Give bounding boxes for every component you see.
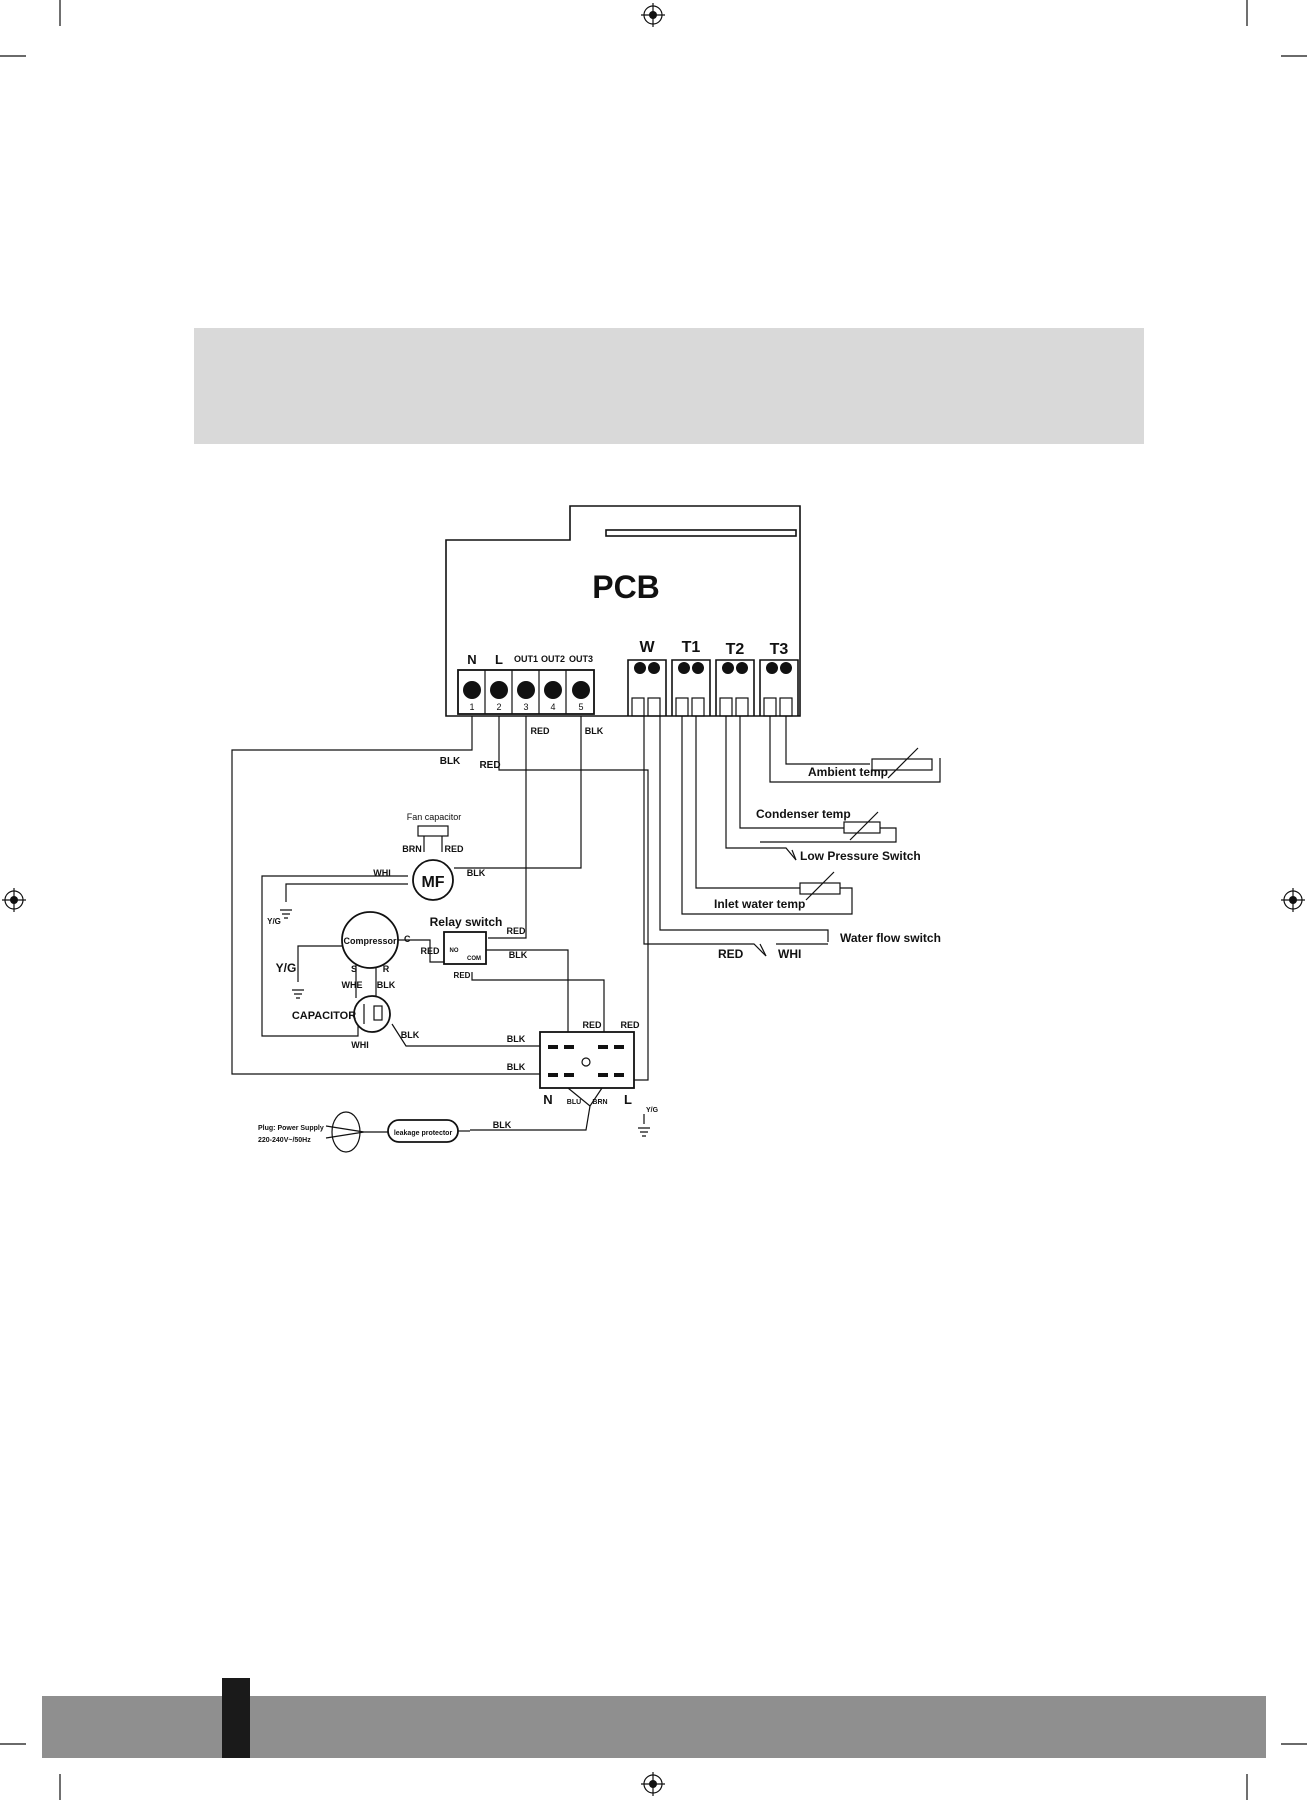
sensor-port-t1: T1 (671, 639, 711, 717)
flow-wire-whi-label: WHI (778, 947, 801, 961)
terminal-block-brn-label: BRN (592, 1099, 607, 1106)
fan-capacitor: Fan capacitor BRN RED (402, 812, 464, 854)
wire-n-blk-label: BLK (440, 756, 461, 767)
terminal-block-blk2-label: BLK (507, 1062, 526, 1072)
wire-out3-blk-label: BLK (585, 726, 604, 736)
capacitor: CAPACITOR WHI BLK (292, 995, 420, 1050)
terminal-n-number: 1 (469, 702, 474, 712)
sensor-condenser-temp: Condenser temp (739, 716, 897, 843)
terminal-out2-number: 4 (550, 702, 555, 712)
terminal-l-label: L (495, 652, 503, 667)
port-t1-label: T1 (682, 639, 701, 656)
compressor-yg-label: Y/G (276, 961, 297, 975)
registration-mark-bottom (641, 1772, 665, 1796)
compressor-red-label: RED (420, 946, 440, 956)
terminal-block-red1-label: RED (582, 1020, 602, 1030)
plug-line1: Plug: Power Supply (258, 1125, 324, 1132)
terminal-out2-label: OUT2 (541, 654, 565, 664)
terminal-block-n-label: N (543, 1092, 552, 1107)
relay-switch-label: Relay switch (430, 915, 503, 929)
terminal-block-red2-label: RED (620, 1020, 640, 1030)
fan-motor-yg-label: Y/G (267, 917, 281, 926)
capacitor-blk-label: BLK (401, 1030, 420, 1040)
registration-mark-right (1281, 888, 1305, 912)
relay-no-label: NO (450, 948, 459, 954)
fan-motor-label: MF (421, 874, 444, 891)
registration-mark-top (641, 3, 665, 27)
port-t2-label: T2 (726, 641, 745, 658)
power-supply: Plug: Power Supply 220-240V~/50Hz leakag… (258, 1111, 512, 1153)
capacitor-whi-label: WHI (351, 1040, 369, 1050)
relay-red-bottom-label: RED (454, 971, 471, 980)
compressor-blk-label: BLK (377, 980, 396, 990)
terminal-out2: OUT2 4 (541, 654, 567, 714)
registration-mark-left (2, 888, 26, 912)
condenser-temp-label: Condenser temp (756, 807, 851, 821)
fan-capacitor-red-label: RED (444, 844, 464, 854)
terminal-n-label: N (467, 652, 476, 667)
terminal-out1: OUT1 3 (514, 654, 540, 714)
compressor-c-label: C (404, 934, 411, 944)
section-header-band (194, 328, 1144, 444)
compressor: Compressor C S R WHE BLK Y/G RED (276, 911, 440, 990)
terminal-block-blk1-label: BLK (507, 1034, 526, 1044)
capacitor-label: CAPACITOR (292, 1010, 356, 1022)
terminal-block-blu-label: BLU (567, 1099, 581, 1106)
sensor-port-w: W (627, 639, 667, 717)
footer-tab (222, 1678, 250, 1758)
terminal-out3-number: 5 (578, 702, 583, 712)
relay-blk-label: BLK (509, 950, 528, 960)
plug-line2: 220-240V~/50Hz (258, 1137, 311, 1144)
pcb-board: PCB (445, 505, 801, 717)
main-terminal-block: N L RED RED BLK BLK BLU BRN Y/G (470, 1020, 659, 1137)
sensor-port-t3: T3 (759, 641, 799, 717)
supply-blk-label: BLK (493, 1120, 512, 1130)
sensor-ambient-temp: Ambient temp (769, 716, 941, 783)
fan-motor-whi-label: WHI (373, 868, 391, 878)
terminal-block-l-label: L (624, 1092, 632, 1107)
relay-red-top-label: RED (506, 926, 526, 936)
compressor-r-label: R (383, 964, 390, 974)
wire-out1-red-label: RED (530, 726, 550, 736)
relay-switch: Relay switch NO COM RED BLK RED (430, 915, 528, 980)
terminal-l: L 2 (490, 652, 513, 714)
terminal-out3-label: OUT3 (569, 654, 593, 664)
low-pressure-switch-label: Low Pressure Switch (800, 849, 921, 863)
water-flow-switch-label: Water flow switch (840, 931, 941, 945)
port-t3-label: T3 (770, 641, 789, 658)
pcb-terminal-block: N 1 L 2 OUT1 3 OUT2 4 (457, 652, 595, 715)
ambient-temp-label: Ambient temp (808, 765, 888, 779)
leakage-protector-label: leakage protector (394, 1130, 453, 1137)
terminal-out1-label: OUT1 (514, 654, 538, 664)
compressor-whe-label: WHE (342, 980, 363, 990)
inlet-water-temp-label: Inlet water temp (714, 897, 805, 911)
pcb-wire-labels: RED BLK BLK RED (440, 726, 604, 771)
fan-motor: MF WHI BLK Y/G (267, 859, 486, 926)
compressor-s-label: S (351, 964, 357, 974)
terminal-out1-number: 3 (523, 702, 528, 712)
sensor-water-flow-switch: Water flow switch RED WHI (643, 716, 941, 961)
terminal-l-number: 2 (496, 702, 501, 712)
fan-capacitor-label: Fan capacitor (407, 812, 462, 822)
relay-com-label: COM (467, 956, 481, 962)
power-wiring (231, 716, 649, 1081)
sensor-inlet-water-temp: Inlet water temp (681, 716, 853, 915)
terminal-block-yg-label: Y/G (646, 1107, 659, 1114)
port-w-label: W (639, 639, 655, 656)
terminal-out3: OUT3 5 (569, 654, 593, 712)
compressor-label: Compressor (343, 936, 397, 946)
fan-capacitor-brn-label: BRN (402, 844, 422, 854)
sensor-port-t2: T2 (715, 641, 755, 717)
pcb-title: PCB (592, 569, 660, 605)
sensor-low-pressure-switch: Low Pressure Switch (725, 716, 921, 863)
wire-l-red-label: RED (479, 760, 500, 771)
fan-motor-blk-label: BLK (467, 868, 486, 878)
terminal-n: N 1 (463, 652, 486, 714)
flow-wire-red-label: RED (718, 947, 744, 961)
